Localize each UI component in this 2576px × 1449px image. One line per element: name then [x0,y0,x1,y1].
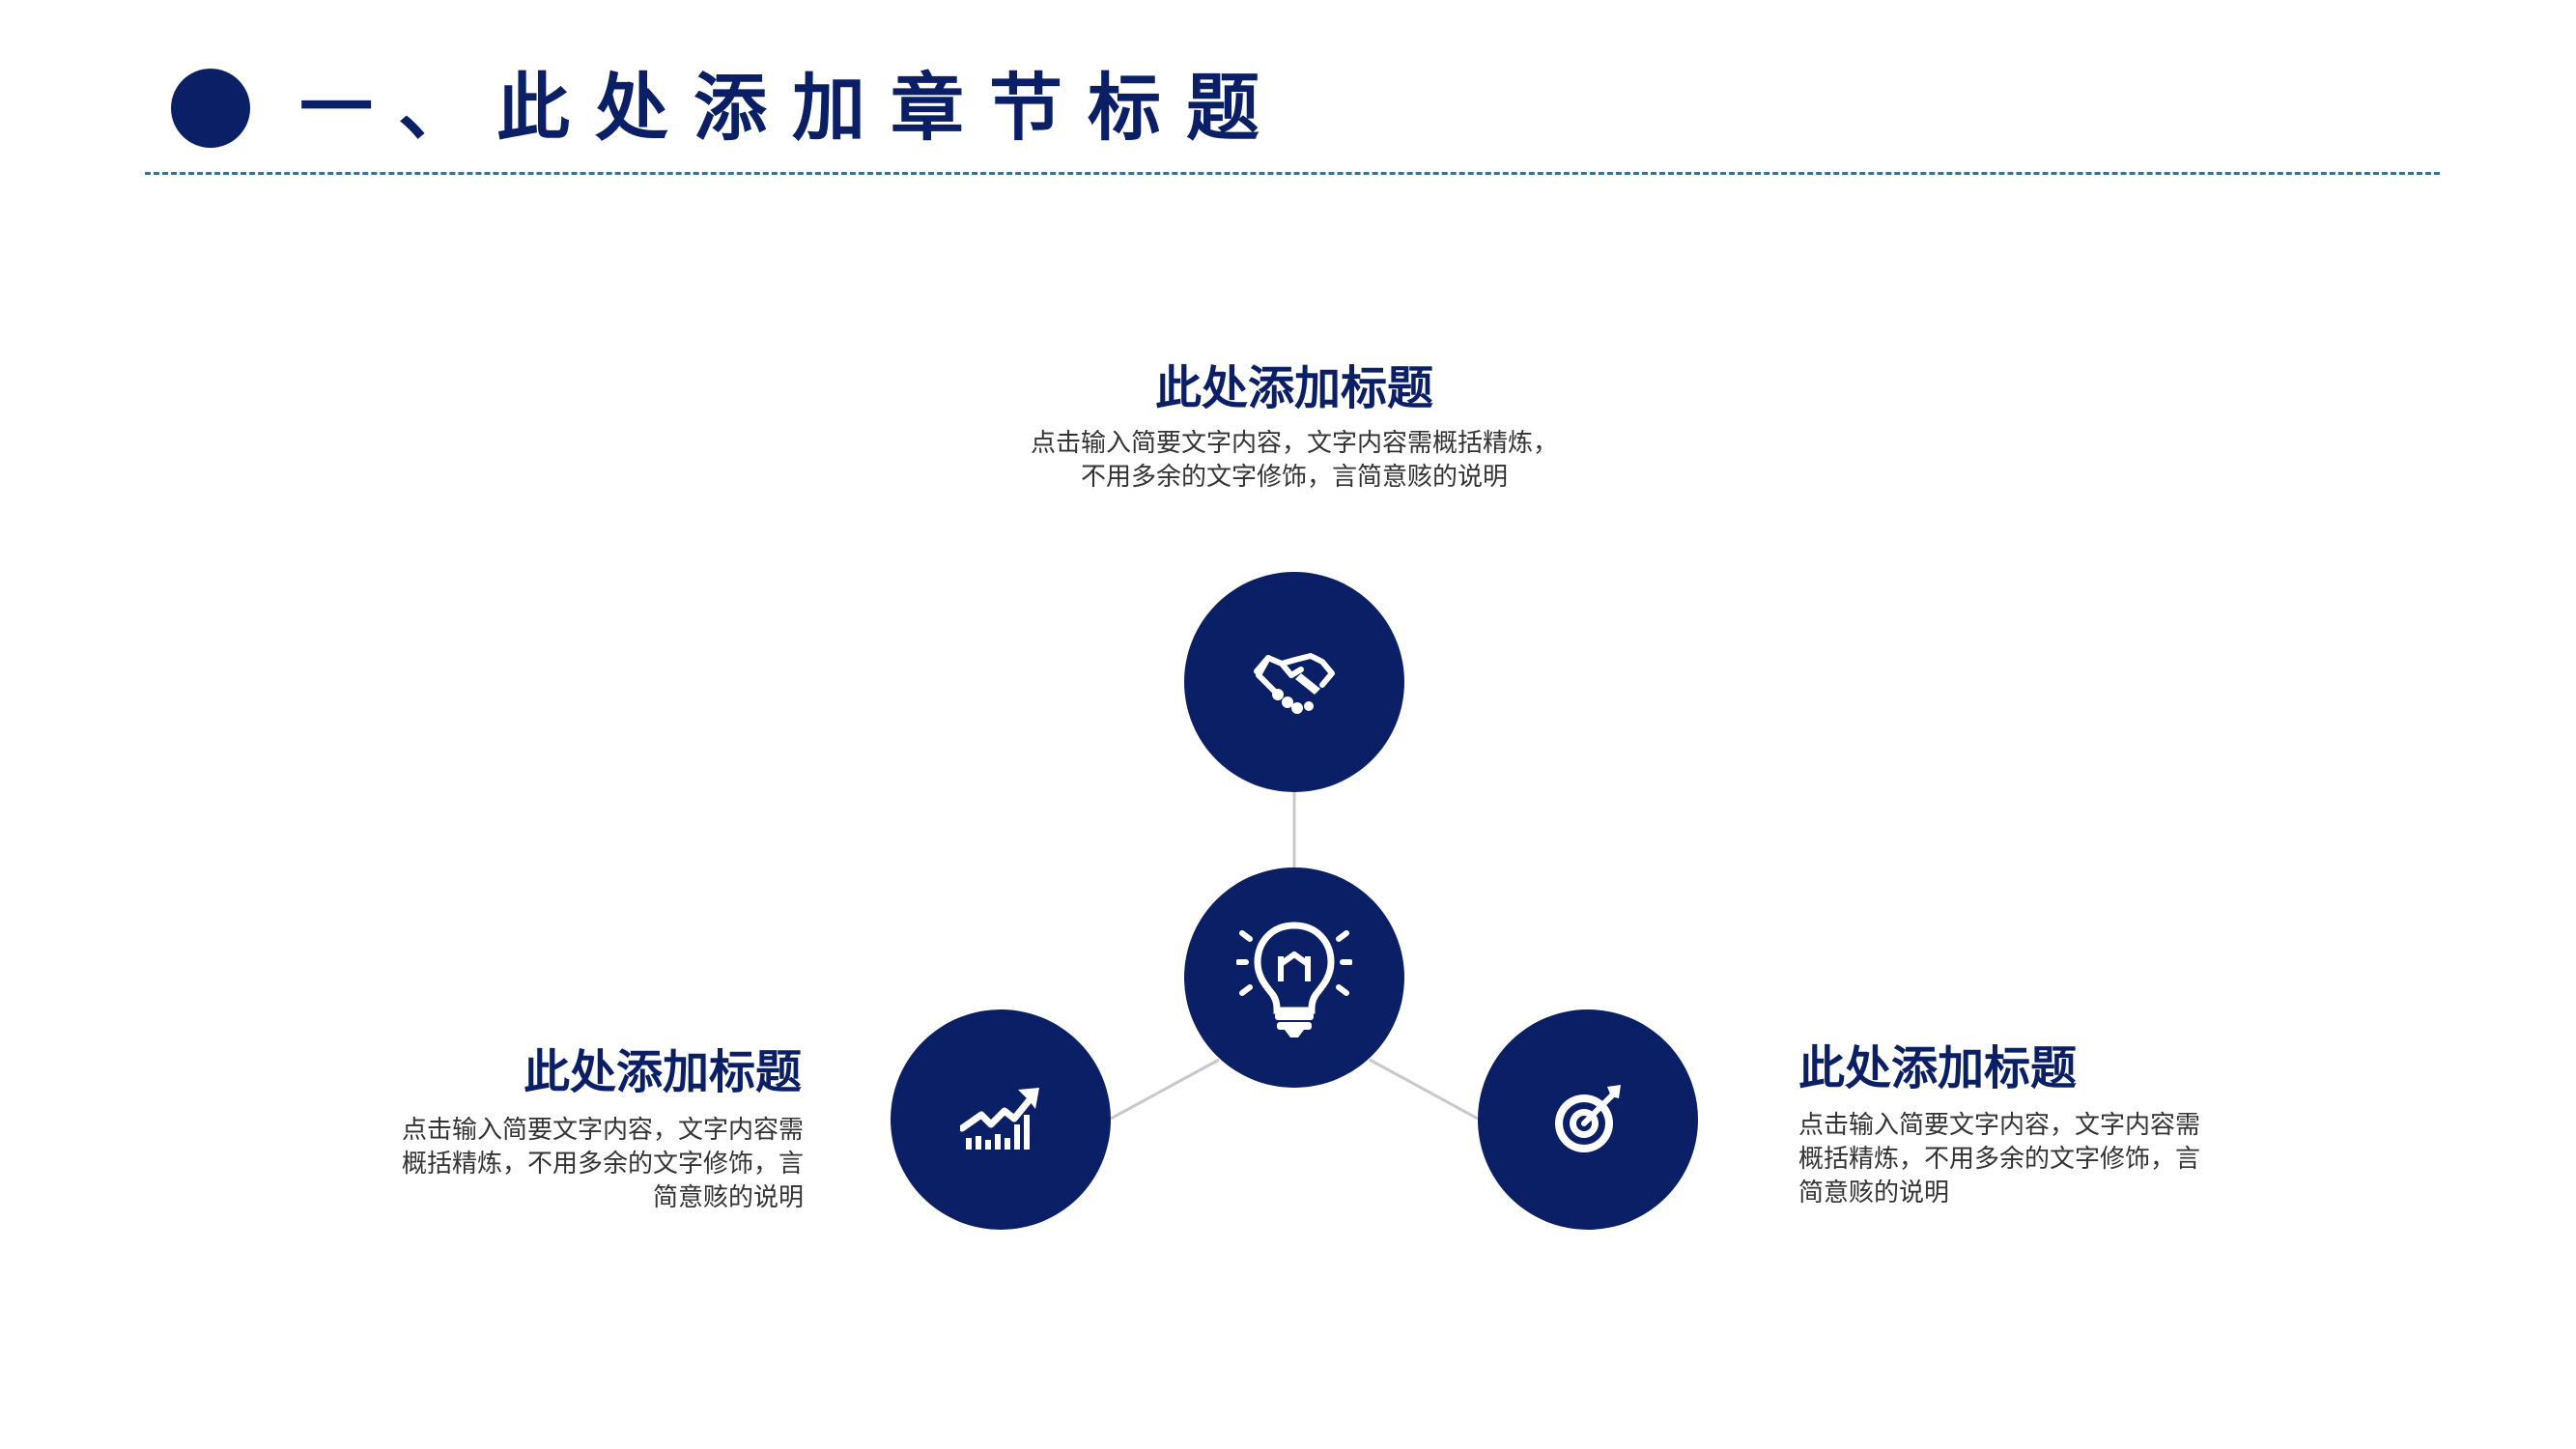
connector-left [1110,1058,1220,1121]
bottom-right-item-description: 点击输入简要文字内容，文字内容需 概括精炼，不用多余的文字修饰，言 简意赅的说明 [1798,1111,2201,1208]
growth-chart-icon [960,1088,1039,1150]
bottom-left-item-description: 点击输入简要文字内容，文字内容需 概括精炼，不用多余的文字修饰，言 简意赅的说明 [401,1116,804,1212]
top-item-title: 此处添加标题 [1154,361,1433,415]
header-divider [145,172,2440,175]
top-node [1184,572,1404,792]
bottom-right-item-title: 此处添加标题 [1798,1041,2078,1095]
top-item-description: 点击输入简要文字内容，文字内容需概括精炼， 不用多余的文字修饰，言简意赅的说明 [1030,429,1558,492]
section-bullet-dot [171,69,250,148]
lightbulb-icon [1236,922,1352,1037]
bottom-right-node [1478,1009,1698,1230]
connector-right [1369,1058,1479,1121]
bottom-left-item-title: 此处添加标题 [523,1045,802,1099]
target-icon [1555,1085,1621,1152]
center-node [1184,867,1404,1088]
handshake-icon [1254,653,1335,714]
page-title: 一、此处添加章节标题 [299,65,1285,151]
bottom-left-node [891,1009,1111,1230]
